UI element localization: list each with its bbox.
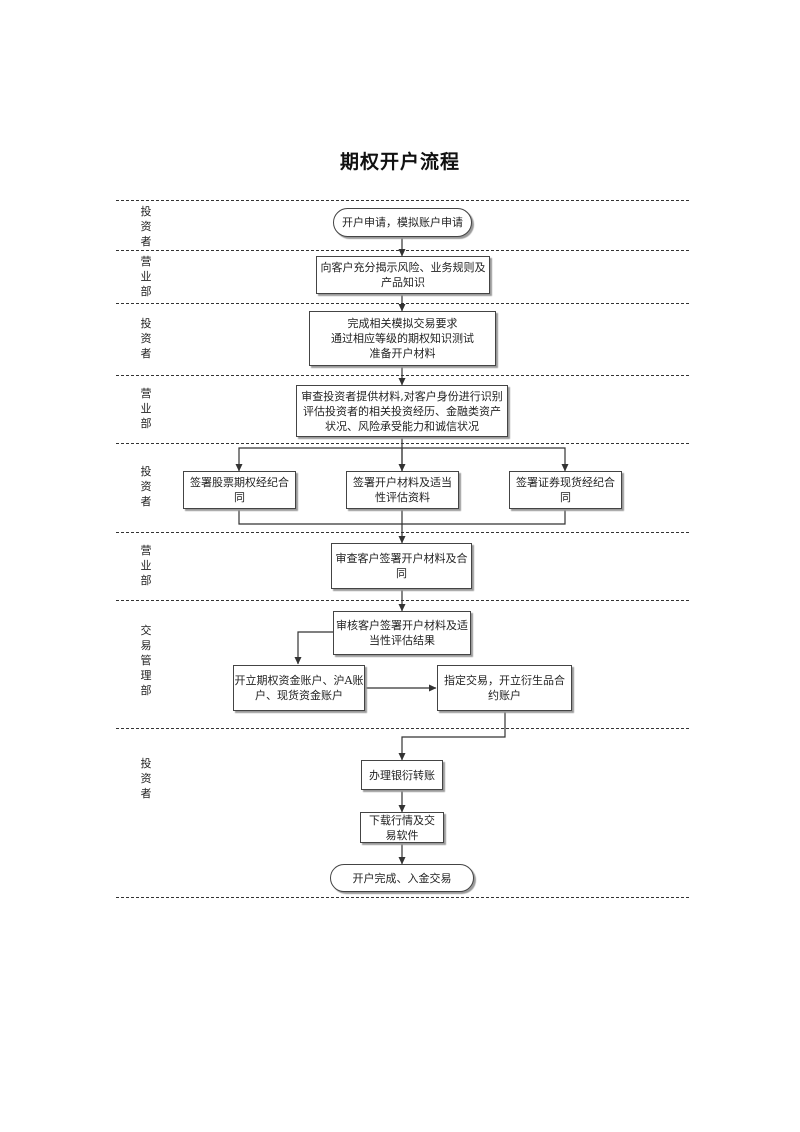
lane-separator xyxy=(116,897,689,898)
lane-label-branch: 营 业 部 xyxy=(140,544,152,587)
lane-label-branch: 营 业 部 xyxy=(140,255,152,298)
node-sign-option-contract: 签署股票期权经纪合 同 xyxy=(183,471,296,509)
arrow-audit-to-open-accounts xyxy=(294,631,333,665)
merge-left xyxy=(238,509,402,525)
lane-label-investor: 投 资 者 xyxy=(140,205,152,248)
node-review-materials: 审查投资者提供材料,对客户身份进行识别 评估投资者的相关投资经历、金融类资产 状… xyxy=(296,385,508,437)
node-risk-disclosure: 向客户充分揭示风险、业务规则及 产品知识 xyxy=(316,256,490,294)
page-title: 期权开户流程 xyxy=(339,151,460,173)
lane-label-branch: 营 业 部 xyxy=(140,387,152,430)
node-simulation-test: 完成相关模拟交易要求 通过相应等级的期权知识测试 准备开户材料 xyxy=(309,311,496,366)
arrow-branch-left xyxy=(235,447,402,472)
arrow-designate-to-bank xyxy=(398,711,506,761)
node-open-accounts: 开立期权资金账户、沪A账 户、现货资金账户 xyxy=(233,665,365,711)
lane-label-investor: 投 资 者 xyxy=(140,317,152,360)
node-bank-transfer: 办理银衍转账 xyxy=(361,760,443,790)
node-review-signed-materials: 审查客户签署开户材料及合 同 xyxy=(331,543,472,589)
node-designate-trading: 指定交易，开立衍生品合 约账户 xyxy=(437,665,572,711)
lane-label-investor: 投 资 者 xyxy=(140,465,152,508)
lane-label-trading-management: 交 易 管 理 部 xyxy=(140,624,152,697)
lane-separator xyxy=(116,200,689,201)
lane-label-investor: 投 资 者 xyxy=(140,757,152,800)
arrow-branch-right xyxy=(402,447,569,472)
node-account-complete: 开户完成、入金交易 xyxy=(330,864,474,892)
node-sign-securities-contract: 签署证券现货经纪合 同 xyxy=(509,471,622,509)
node-account-application: 开户申请，模拟账户申请 xyxy=(333,208,472,237)
node-download-software: 下载行情及交 易软件 xyxy=(360,812,444,843)
node-sign-suitability: 签署开户材料及适当 性评估资料 xyxy=(346,471,459,509)
merge-right xyxy=(402,509,566,525)
node-audit-signed-materials: 审核客户签署开户材料及适 当性评估结果 xyxy=(333,611,471,655)
lane-separator xyxy=(116,728,689,729)
